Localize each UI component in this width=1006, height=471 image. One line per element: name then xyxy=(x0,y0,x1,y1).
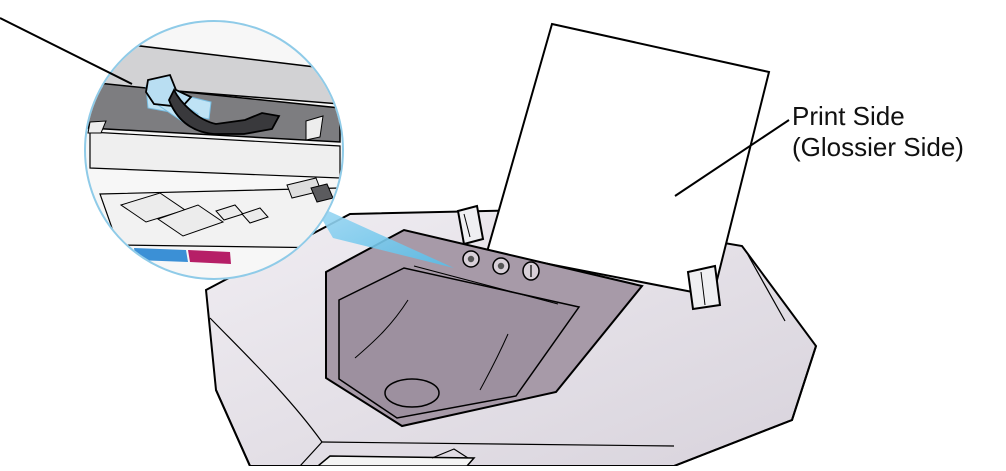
power-button-icon xyxy=(463,251,479,267)
paper-feed-button-icon xyxy=(523,262,539,280)
paper-guide-right xyxy=(688,266,720,309)
magnified-inset xyxy=(86,22,342,278)
inset-leader-line xyxy=(0,18,132,84)
resume-button-icon xyxy=(493,258,509,274)
